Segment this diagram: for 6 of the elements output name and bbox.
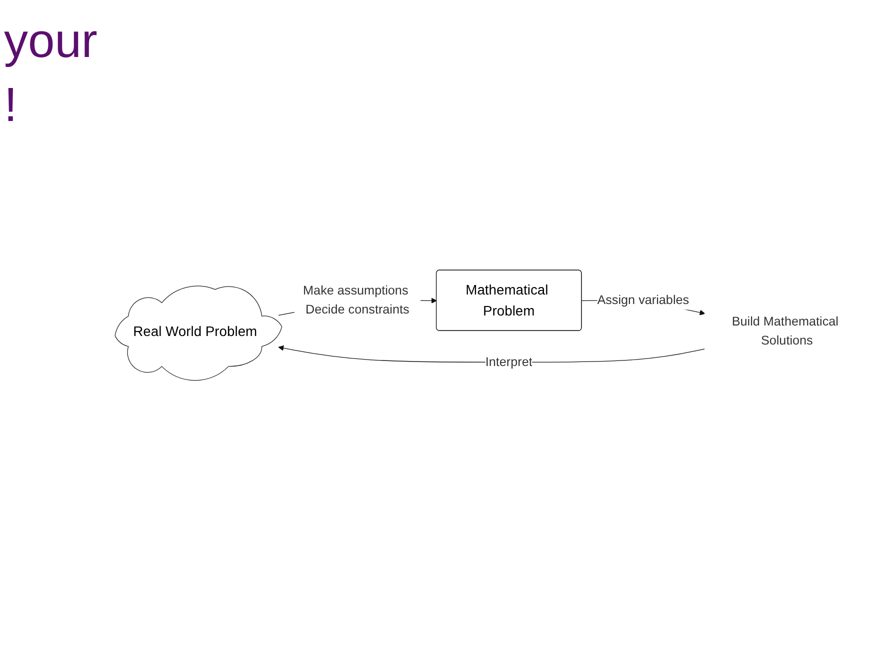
edge-label: Make assumptions Decide constraints: [303, 284, 410, 316]
slide-text: !: [4, 78, 18, 134]
slide-text: your: [4, 14, 98, 70]
edge-label: Interpret: [485, 354, 532, 369]
edge-label: Assign variables: [597, 293, 690, 308]
node-text: Build Mathematical Solutions: [732, 314, 838, 348]
